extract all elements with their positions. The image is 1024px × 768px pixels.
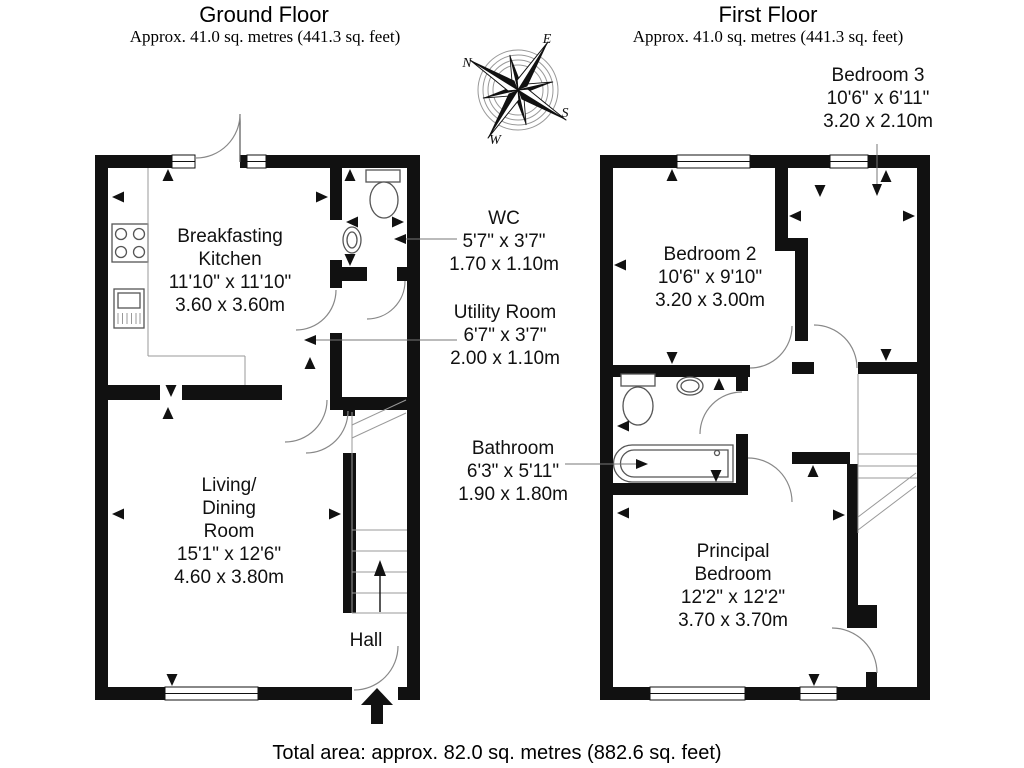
bath-icon xyxy=(612,444,734,483)
bedroom3-label: Bedroom 3 10'6" x 6'11" 3.20 x 2.10m xyxy=(823,65,933,132)
stairs-ground xyxy=(351,399,407,614)
compass-rose-icon: N E S W xyxy=(461,32,569,148)
first-floor-plan xyxy=(600,154,930,701)
toilet-icon xyxy=(620,373,656,426)
door-arcs-first xyxy=(699,324,878,674)
sink-icon xyxy=(342,226,362,254)
window xyxy=(164,154,267,701)
dimension-arrows-first xyxy=(614,169,915,686)
entrance-arrow-icon xyxy=(361,688,393,724)
first-floor-area: Approx. 41.0 sq. metres (441.3 sq. feet) xyxy=(632,27,904,46)
ground-floor-title: Ground Floor xyxy=(199,2,329,27)
total-area-label: Total area: approx. 82.0 sq. metres (882… xyxy=(272,742,722,764)
compass-w-label: W xyxy=(489,133,502,148)
window xyxy=(649,154,869,701)
utility-label: Utility Room 6'7" x 3'7" 2.00 x 1.10m xyxy=(450,302,560,369)
kitchen-counter xyxy=(147,168,246,385)
kitchen-label: Breakfasting Kitchen 11'10" x 11'10" 3.6… xyxy=(168,226,292,316)
door-arcs-ground xyxy=(195,113,406,691)
hall-label: Hall xyxy=(349,630,383,651)
ground-floor-area: Approx. 41.0 sq. metres (441.3 sq. feet) xyxy=(129,27,401,46)
principal-bedroom-label: Principal Bedroom 12'2" x 12'2" 3.70 x 3… xyxy=(678,541,788,631)
kitchen-sink-icon xyxy=(113,288,145,329)
label-pointers xyxy=(304,144,882,469)
ground-floor-plan xyxy=(95,113,420,724)
toilet-icon xyxy=(365,169,401,219)
dimension-arrows-ground xyxy=(112,169,404,686)
sink-icon xyxy=(676,376,704,396)
hob-icon xyxy=(111,223,149,263)
first-floor-title: First Floor xyxy=(718,2,818,27)
bedroom2-label: Bedroom 2 10'6" x 9'10" 3.20 x 3.00m xyxy=(655,244,765,311)
compass-n-label: N xyxy=(461,56,472,71)
wc-label: WC 5'7" x 3'7" 1.70 x 1.10m xyxy=(449,208,559,275)
living-dining-label: Living/ Dining Room 15'1" x 12'6" 4.60 x… xyxy=(174,475,284,588)
bathroom-label: Bathroom 6'3" x 5'11" 1.90 x 1.80m xyxy=(458,438,568,505)
compass-e-label: E xyxy=(542,32,552,47)
compass-s-label: S xyxy=(562,106,569,121)
stairs-first xyxy=(857,374,917,533)
